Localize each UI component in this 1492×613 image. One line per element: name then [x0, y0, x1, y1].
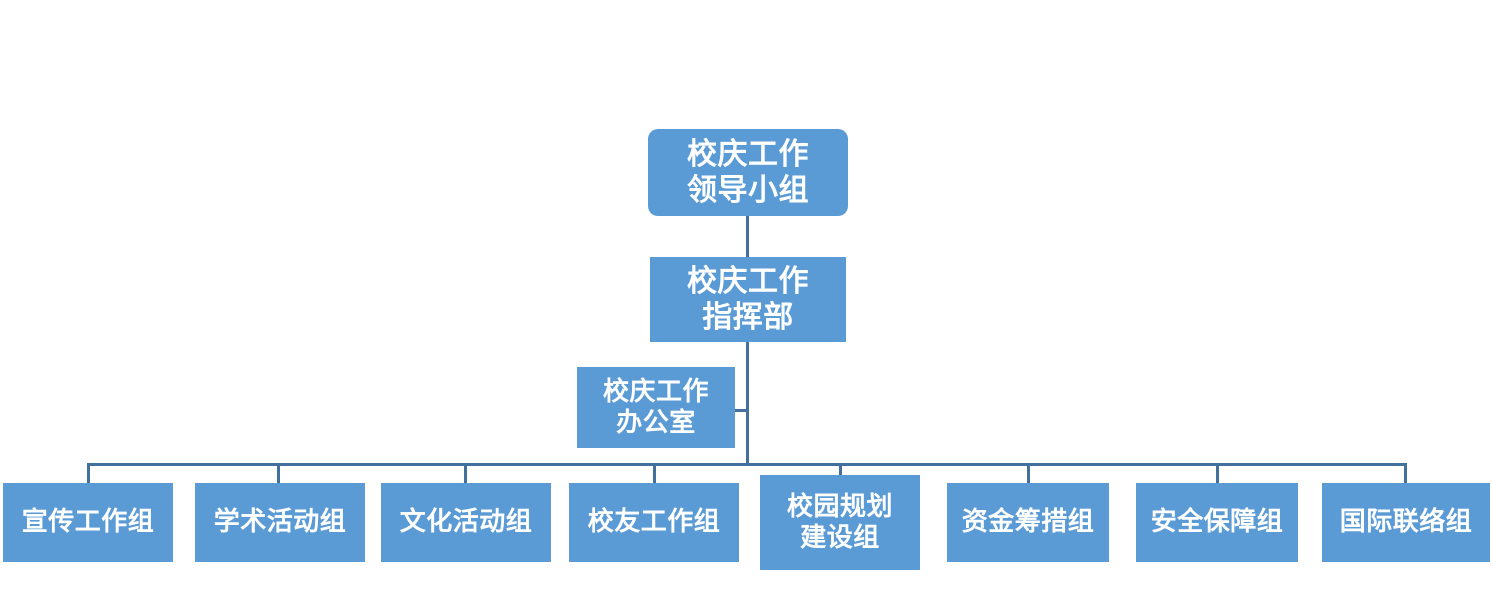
node-academic-activities-group[interactable]: 学术活动组	[195, 483, 365, 562]
node-international-liaison-group[interactable]: 国际联络组	[1322, 483, 1490, 562]
connector-drop-group-5	[839, 463, 842, 476]
connector-leadership-to-command	[746, 216, 749, 258]
connector-trunk-to-office	[735, 409, 748, 412]
node-alumni-work-group[interactable]: 校友工作组	[569, 483, 739, 562]
node-publicity-group[interactable]: 宣传工作组	[3, 483, 173, 562]
connector-drop-group-7	[1216, 463, 1219, 484]
node-security-group[interactable]: 安全保障组	[1136, 483, 1298, 562]
connector-drop-group-4	[653, 463, 656, 484]
node-fundraising-group[interactable]: 资金筹措组	[947, 483, 1109, 562]
node-cultural-activities-group[interactable]: 文化活动组	[381, 483, 551, 562]
node-work-office[interactable]: 校庆工作 办公室	[577, 367, 735, 448]
connector-command-trunk	[746, 341, 749, 465]
connector-drop-group-6	[1027, 463, 1030, 484]
node-command-department[interactable]: 校庆工作 指挥部	[650, 257, 846, 342]
connector-drop-group-1	[87, 463, 90, 484]
connector-drop-group-2	[277, 463, 280, 484]
connector-drop-group-8	[1404, 463, 1407, 484]
node-leadership-group[interactable]: 校庆工作 领导小组	[648, 129, 848, 216]
connector-drop-group-3	[464, 463, 467, 484]
connector-horizontal-bus	[88, 463, 1406, 466]
node-campus-planning-construction-group[interactable]: 校园规划 建设组	[760, 475, 920, 570]
